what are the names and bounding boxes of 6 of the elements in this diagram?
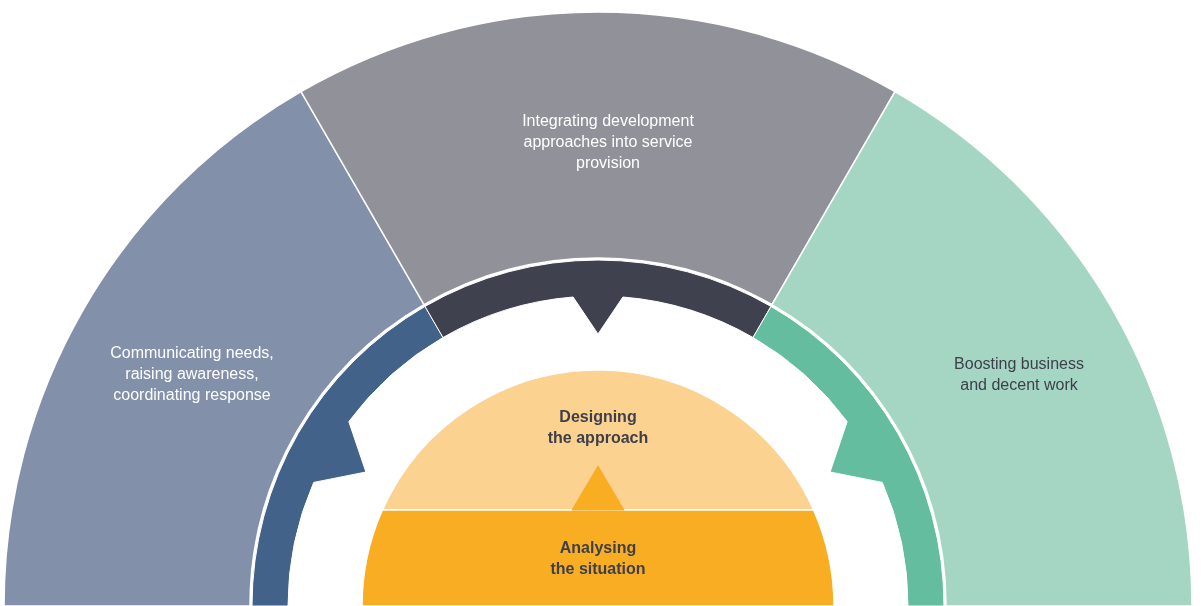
arrow-triangle	[571, 465, 625, 511]
node-label: Integrating development approaches into service provision	[521, 110, 695, 173]
node-label: Boosting business and decent work	[953, 354, 1085, 395]
node-label: Communicating needs, raising awareness, coordinating response	[109, 342, 275, 405]
node-label: Analysing the situation	[549, 538, 647, 579]
node-label: Designing the approach	[546, 407, 650, 448]
